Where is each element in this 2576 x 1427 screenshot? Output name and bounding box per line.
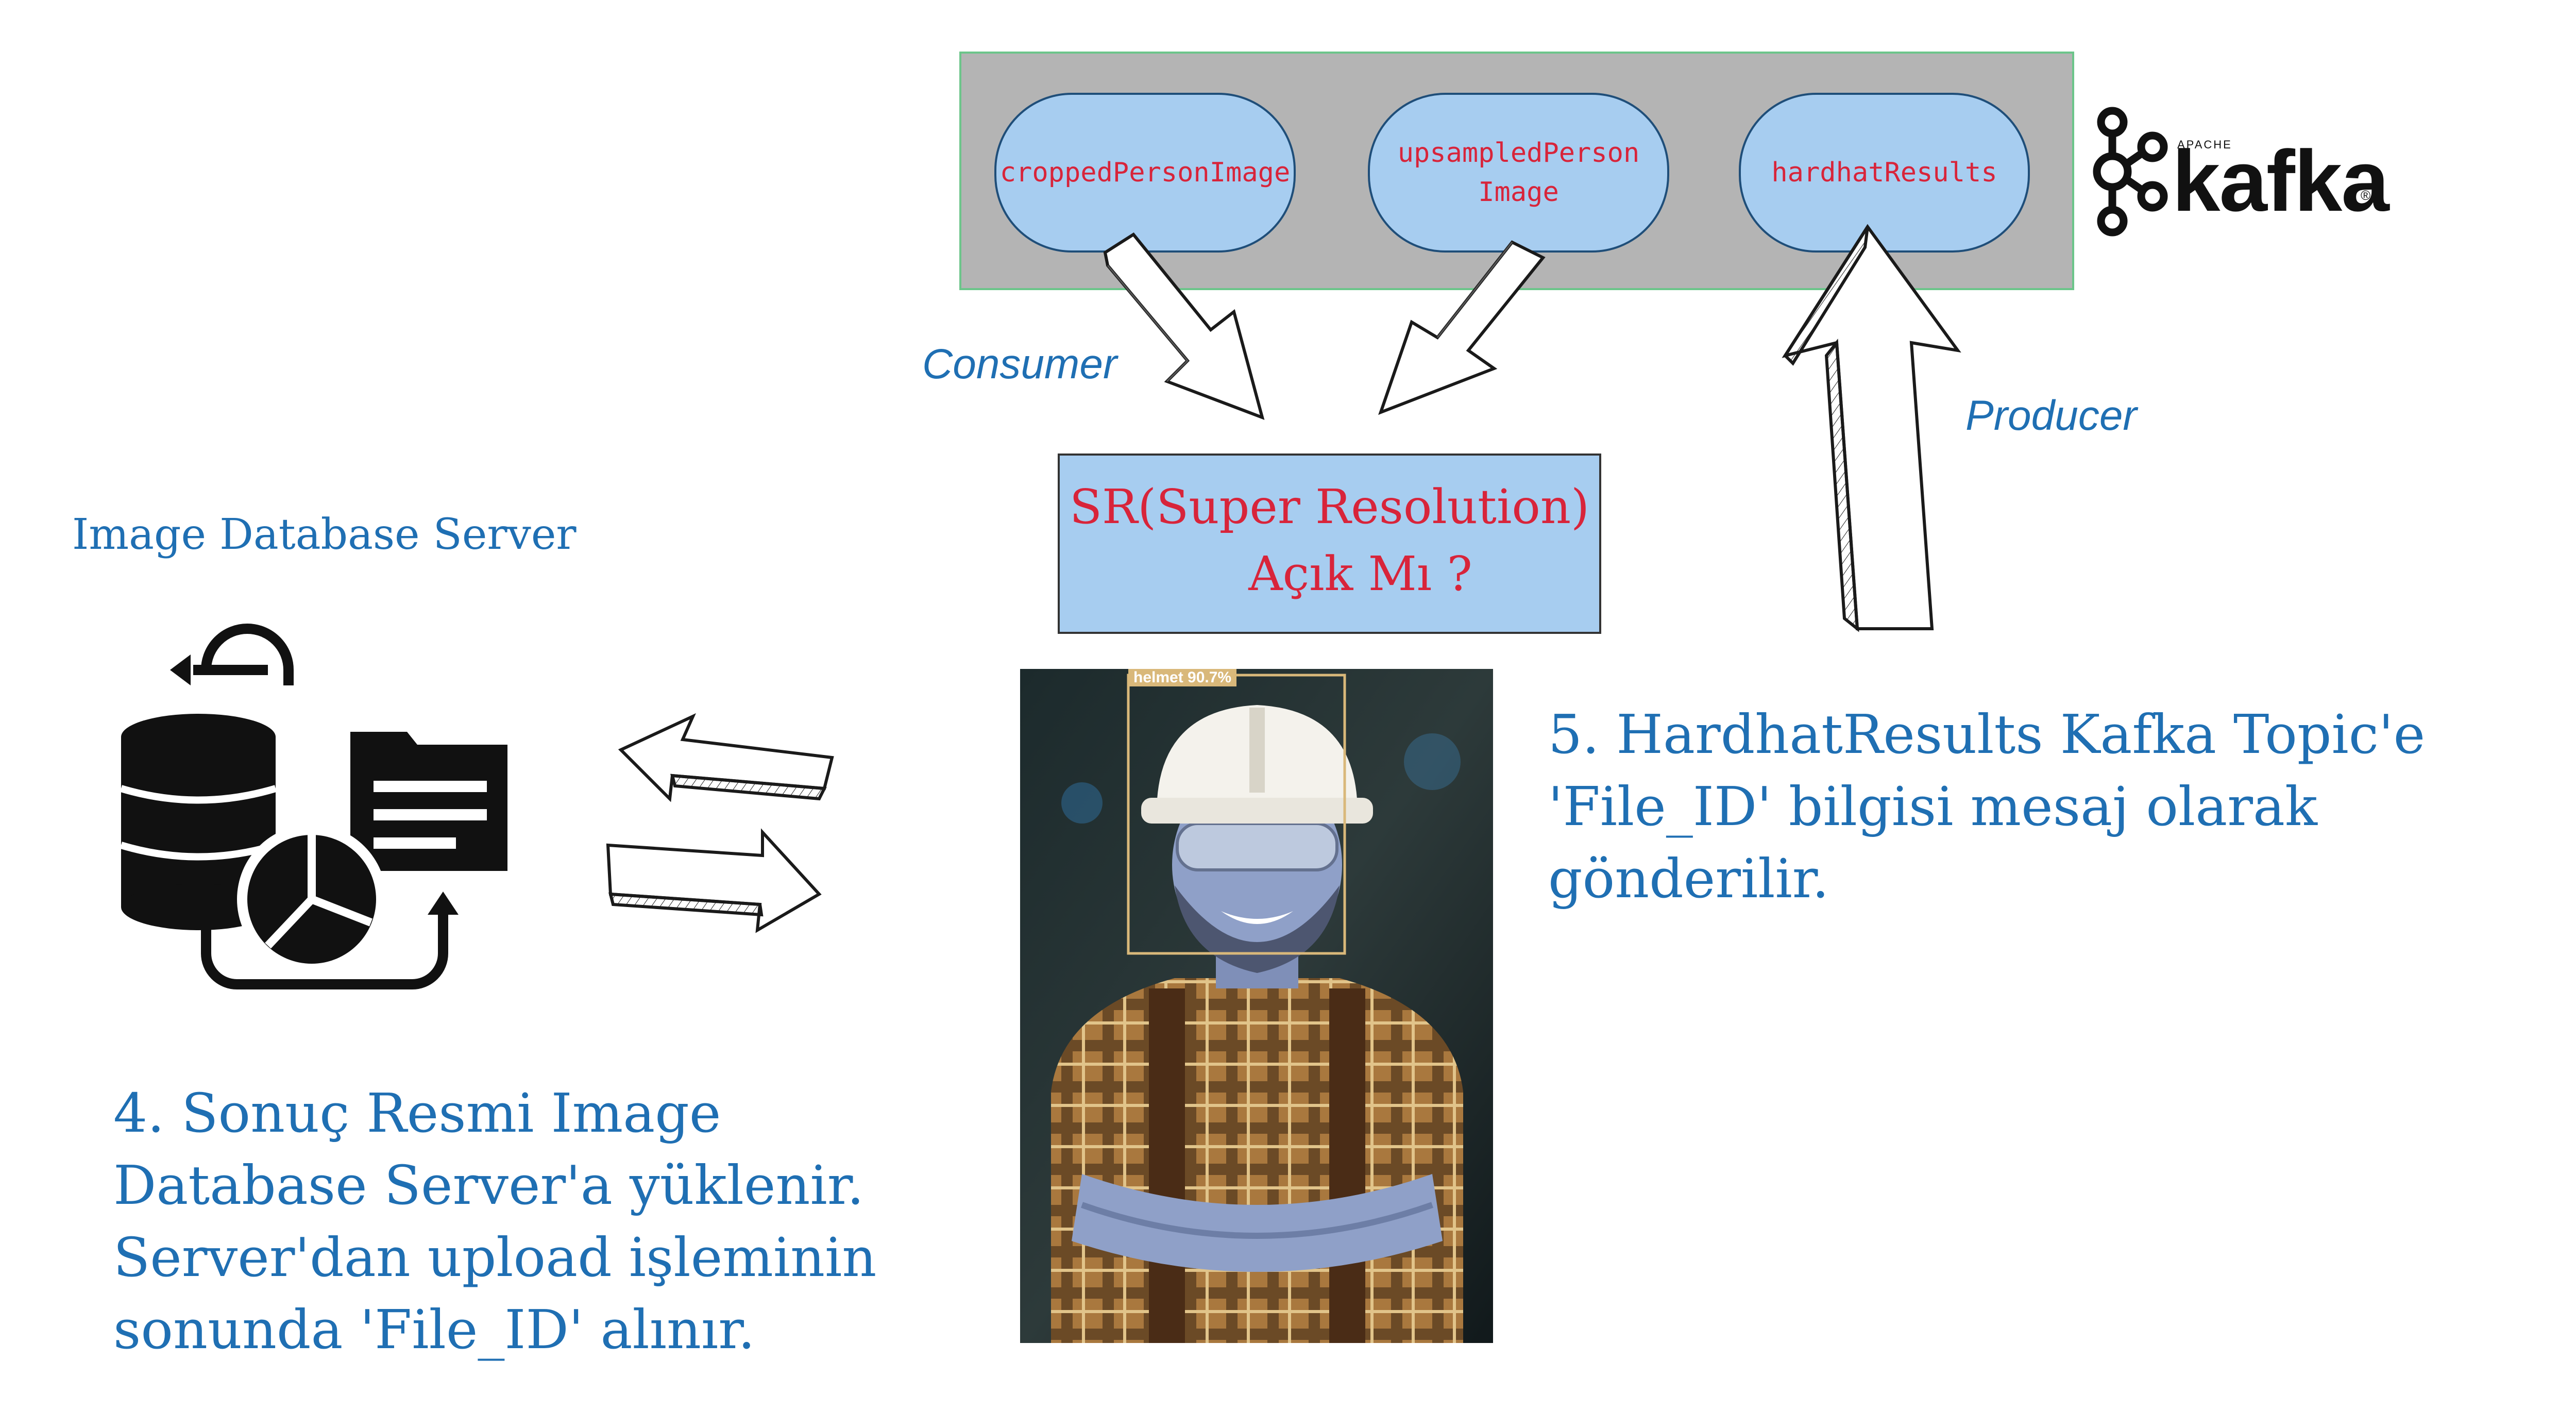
produce-arrow-hardhat [1782,224,1961,632]
super-resolution-box [1058,454,1601,634]
database-server-title: Image Database Server [72,510,577,559]
worker-photo [1020,669,1493,1343]
topic-upsampled-person-image: upsampledPerson Image [1368,93,1669,253]
db-upload-arrow-left [618,713,834,802]
consumer-label: Consumer [922,341,1117,388]
step-5-text: 5. HardhatResults Kafka Topic'e 'File_ID… [1548,703,2426,910]
database-server-icon [120,624,507,989]
consume-arrow-cropped [1103,232,1265,420]
topic-hardhat-results: hardhatResults [1739,93,2030,253]
detection-label-helmet: helmet 90.7% [1128,669,1237,686]
db-upload-arrow-right [606,828,822,933]
sr-box-question: Açık Mı ? [1248,546,1472,601]
sr-box-title: SR(Super Resolution) [1070,479,1589,534]
producer-label: Producer [1965,392,2137,439]
kafka-logo-icon [2093,107,2168,237]
topic-cropped-person-image: croppedPersonImage [994,93,1296,253]
kafka-registered-mark: ® [2361,188,2371,203]
consume-arrow-upsampled [1378,240,1546,415]
step-4-text: 4. Sonuç Resmi Image Database Server'a y… [113,1082,877,1361]
kafka-apache-text: APACHE [2177,138,2232,151]
kafka-wordmark: kafka [2172,132,2389,229]
